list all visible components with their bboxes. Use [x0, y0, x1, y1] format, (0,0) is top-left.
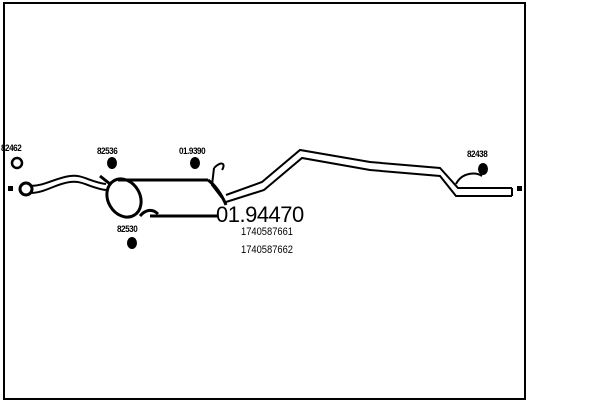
diagram-frame [3, 2, 526, 400]
muffler [99, 174, 228, 219]
mid-pipe [225, 148, 513, 203]
main-part-number: 01.94470 [216, 202, 304, 227]
part-label-clamp: 82462 [1, 143, 22, 153]
oem-number-1: 1740587661 [241, 226, 294, 238]
part-label-hanger-mid: 01.9390 [179, 146, 206, 156]
rubber-hanger-icon [478, 163, 488, 175]
rubber-hanger-icon [127, 237, 137, 249]
part-label-hanger-bottom: 82530 [117, 224, 138, 234]
front-pipe [29, 174, 107, 194]
hanger-hook [213, 162, 225, 171]
part-label-hanger-front: 82536 [97, 146, 118, 156]
rear-hanger-hook [455, 172, 483, 185]
rubber-hanger-icon [190, 157, 200, 169]
rubber-hanger-icon [107, 157, 117, 169]
clamp-ring-icon [10, 156, 24, 170]
flange-marker-left [8, 186, 13, 191]
oem-number-2: 1740587662 [241, 244, 294, 256]
part-label-hanger-rear: 82438 [467, 149, 488, 159]
flange-marker-right [517, 186, 522, 191]
front-connector [18, 181, 34, 197]
